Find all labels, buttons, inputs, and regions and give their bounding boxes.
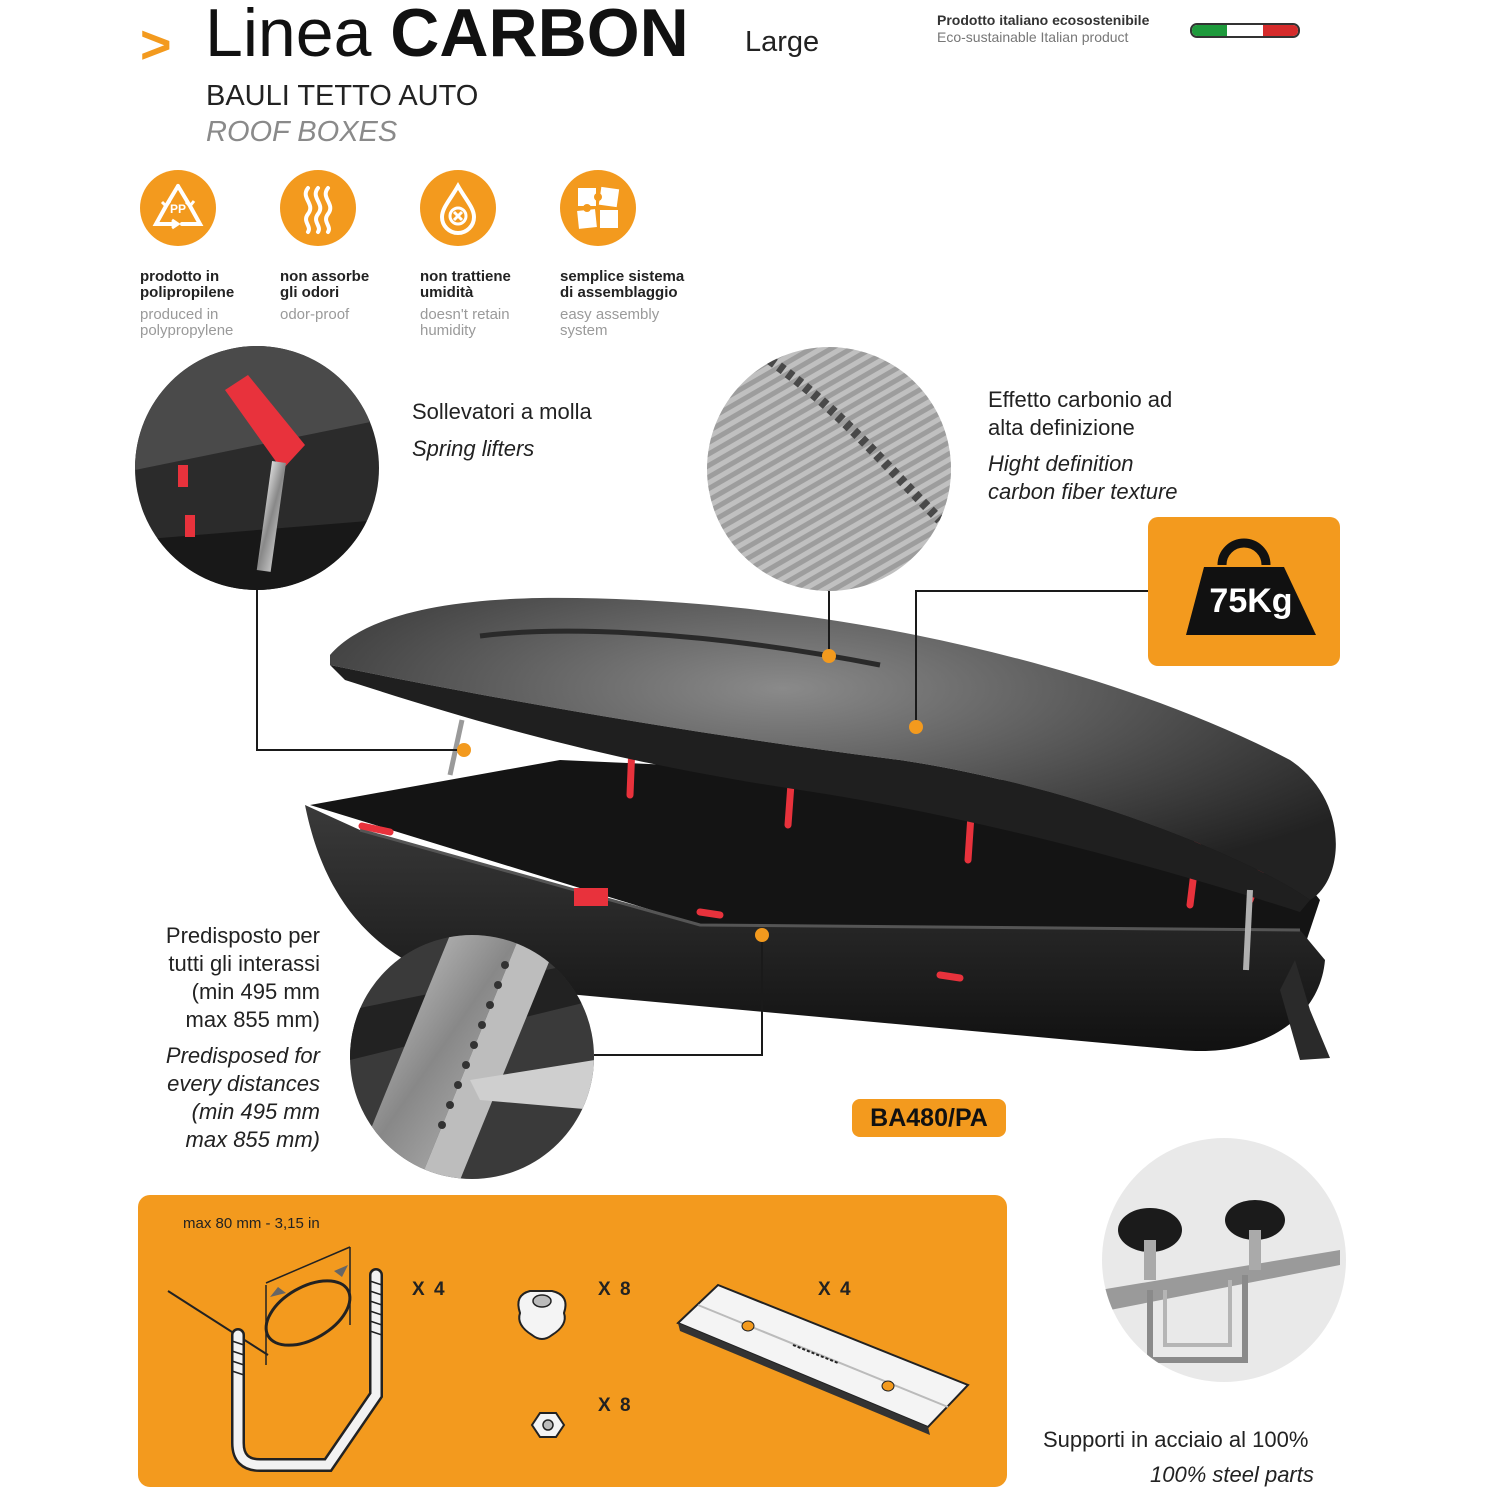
title-light: Linea	[205, 0, 372, 71]
feature-en: odor-proof	[280, 306, 350, 323]
callout-dot	[822, 649, 836, 663]
recycle-pp-icon: PP	[140, 170, 216, 246]
recycle-pp-text: PP	[170, 202, 186, 216]
kit-panel: max 80 mm - 3,15 in X 4 X 8 X 8 X 4	[138, 1195, 1007, 1487]
steel-label-en: 100% steel parts	[1150, 1462, 1314, 1487]
eco-label-en: Eco-sustainable Italian product	[937, 29, 1129, 45]
nut-quantity: X 8	[598, 1395, 633, 1416]
knob-quantity: X 8	[598, 1279, 633, 1300]
max-dimension-label: max 80 mm - 3,15 in	[183, 1215, 320, 1232]
callout-dot	[755, 928, 769, 942]
weight-icon	[1186, 538, 1316, 635]
carbon-label: Effetto carbonio ad alta definizione Hig…	[988, 387, 1178, 504]
title-bold: CARBON	[390, 0, 689, 71]
mount-label: Predisposto per tutti gli interassi (min…	[165, 923, 320, 1152]
italian-flag-icon	[1190, 23, 1300, 38]
steel-label-it: Supporti in acciaio al 100%	[1043, 1427, 1309, 1452]
eco-label-it: Prodotto italiano ecosostenibile	[937, 12, 1150, 28]
ubolt-quantity: X 4	[412, 1279, 447, 1300]
plate-quantity: X 4	[818, 1279, 853, 1300]
header-arrow: >	[140, 15, 172, 75]
odor-waves-icon	[280, 170, 356, 246]
puzzle-assembly-icon	[560, 170, 636, 246]
product-title: Linea CARBON	[205, 0, 689, 69]
kit-parts-illustration	[167, 1246, 970, 1472]
weight-badge: 75Kg	[1148, 517, 1340, 666]
model-badge: BA480/PA	[852, 1099, 1006, 1137]
weight-value: 75Kg	[1209, 582, 1293, 620]
callout-dot	[909, 720, 923, 734]
callout-dot	[457, 743, 471, 757]
no-humidity-drop-icon	[420, 170, 496, 246]
eco-label: Prodotto italiano ecosostenibile Eco-sus…	[937, 12, 1149, 46]
subtitle-en: ROOF BOXES	[206, 116, 398, 148]
springs-label: Sollevatori a molla Spring lifters	[412, 399, 592, 461]
size-label: Large	[745, 26, 820, 58]
subtitle-it: BAULI TETTO AUTO	[206, 80, 479, 112]
